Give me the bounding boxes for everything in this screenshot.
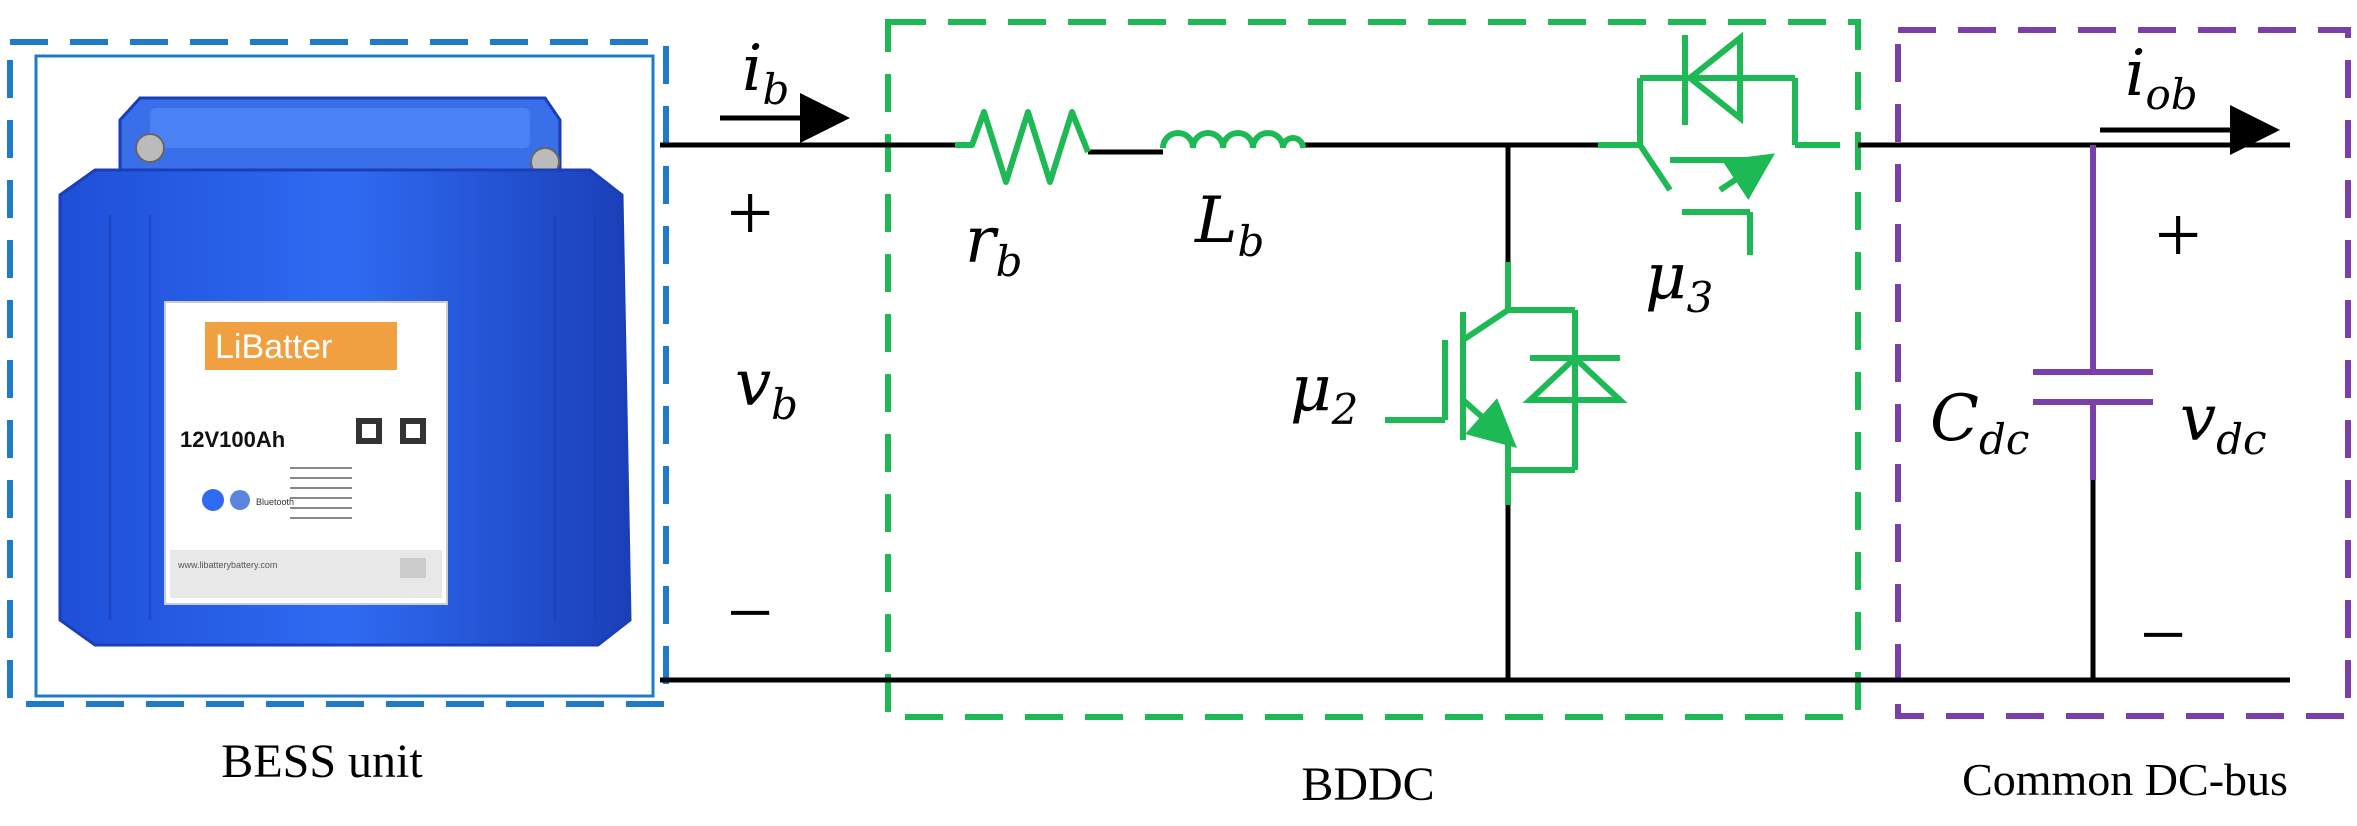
igbt-switch-mu2: [1385, 262, 1628, 505]
label-mu3: μ3: [1645, 240, 1713, 322]
bddc-boundary: [885, 19, 1861, 720]
label-vdc: vdc: [2180, 382, 2267, 464]
battery-brand: LiBatter: [215, 328, 332, 366]
plus-sign-bus: +: [2155, 189, 2201, 280]
plus-sign-battery: +: [727, 167, 773, 258]
label-iob: iob: [2125, 37, 2198, 119]
resistor-rb: [955, 109, 1091, 185]
battery-website: www.libatterybattery.com: [177, 560, 277, 570]
inductor-lb: [1160, 130, 1306, 149]
dc-bus-boundary: [1895, 27, 2351, 719]
label-vb: vb: [735, 347, 798, 429]
caption-bddc: BDDC: [1301, 758, 1434, 811]
caption-common-dc-bus: Common DC-bus: [1962, 754, 2288, 805]
battery-rating: 12V100Ah: [180, 427, 285, 452]
caption-bess-unit: BESS unit: [221, 735, 423, 788]
igbt-switch-mu3: [1598, 31, 1840, 255]
label-lb: Lb: [1194, 184, 1264, 266]
capacitor-cdc: [2033, 145, 2153, 480]
minus-sign-bus: −: [2140, 589, 2186, 680]
bluetooth-icon: [202, 489, 224, 511]
bess-boundary: [7, 39, 669, 707]
battery-image: LiBatter 12V100Ah Bluetooth www.libatter…: [34, 54, 655, 698]
label-mu2: μ2: [1290, 352, 1358, 434]
minus-sign-battery: −: [727, 567, 773, 658]
battery-bluetooth: Bluetooth: [256, 497, 294, 507]
label-ib: ib: [742, 32, 789, 114]
label-rb: rb: [965, 204, 1022, 286]
label-cdc: Cdc: [1930, 382, 2029, 464]
